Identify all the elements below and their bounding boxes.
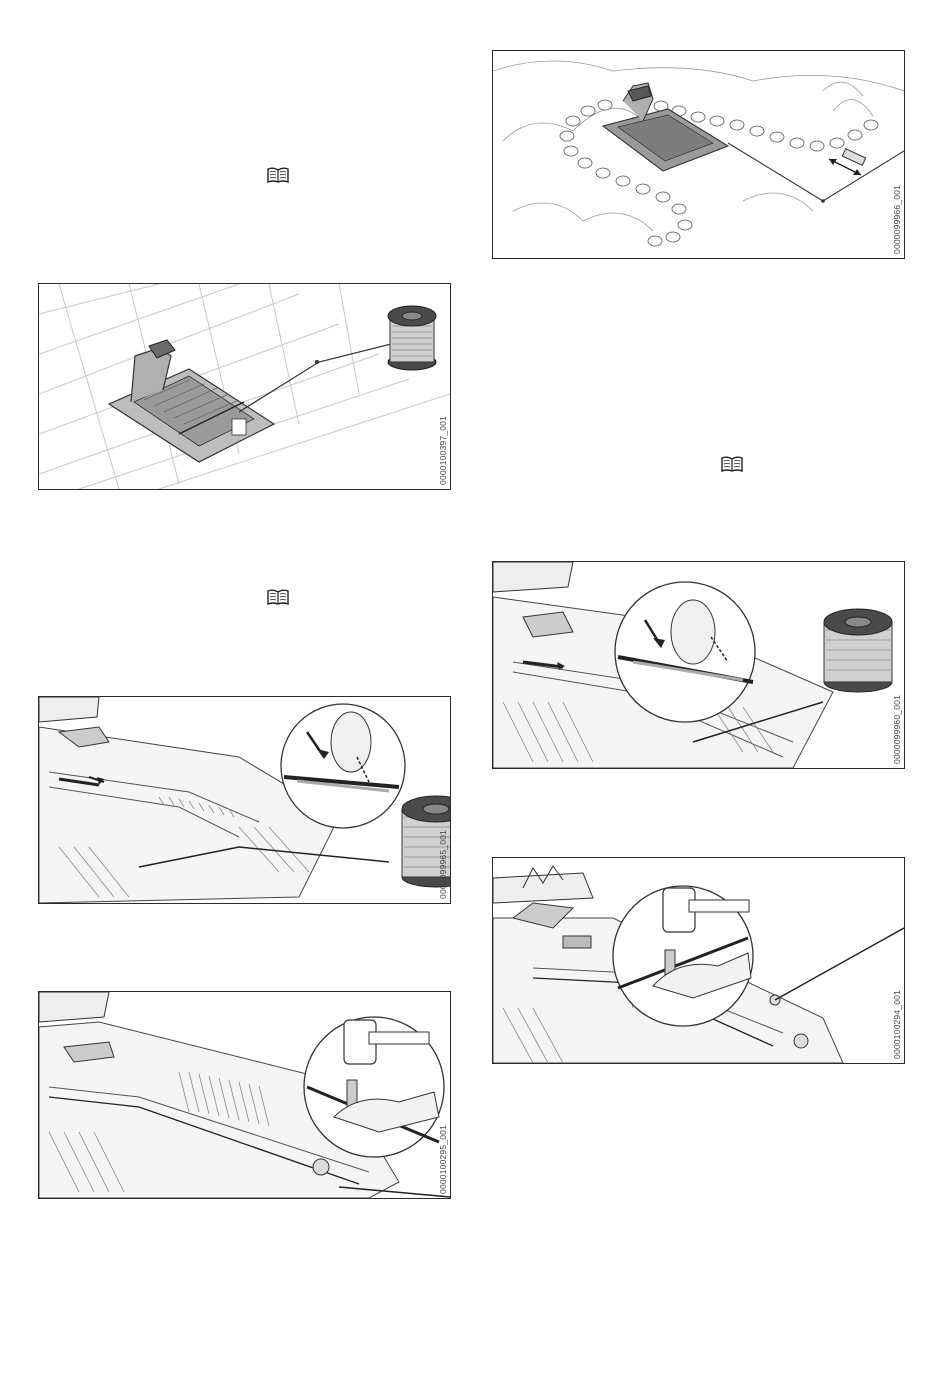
figure-code: 0000099960_001 <box>892 695 902 764</box>
fig-wire-threading-left: 0000099965_001 <box>38 696 451 904</box>
figure-code: 0000099965_001 <box>438 830 448 899</box>
book-icon <box>721 456 743 472</box>
figure-code: 0000100295_001 <box>438 1125 448 1194</box>
fig-hammer-peg-left: 0000100295_001 <box>38 991 451 1199</box>
station-tiles-illustration <box>39 284 450 489</box>
fig-wire-threading-right: 0000099960_001 <box>492 561 905 769</box>
fig-hammer-peg-right: 0000100294_001 <box>492 857 905 1064</box>
hammer-peg-right-illustration <box>493 858 904 1063</box>
figure-code: 0000100397_001 <box>438 416 448 485</box>
fig-station-tiles: 0000100397_001 <box>38 283 451 490</box>
wire-threading-left-illustration <box>39 697 450 903</box>
fig-garden-overview: 0000099966_001 <box>492 50 905 259</box>
book-icon <box>267 589 289 605</box>
wire-threading-right-illustration <box>493 562 904 768</box>
figure-code: 0000100294_001 <box>892 990 902 1059</box>
figure-code: 0000099966_001 <box>892 185 902 254</box>
garden-overview-illustration <box>493 51 904 258</box>
book-icon <box>267 167 289 183</box>
hammer-peg-left-illustration <box>39 992 450 1198</box>
